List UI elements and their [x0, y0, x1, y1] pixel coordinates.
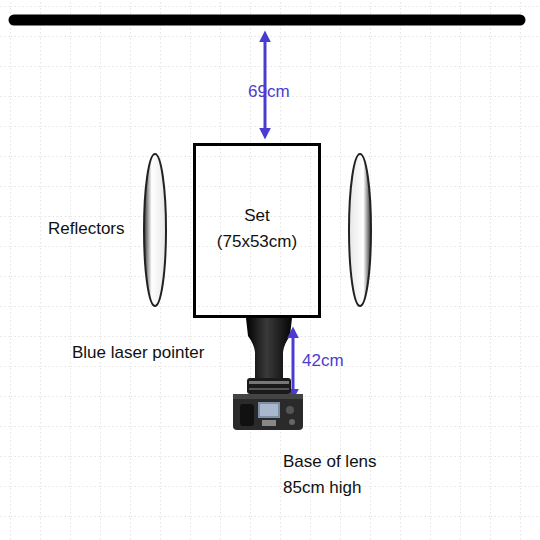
set-box: Set (75x53cm) — [193, 143, 321, 318]
dimension-arrow — [292, 330, 295, 397]
dimension-label: 42cm — [302, 348, 362, 374]
note-label: Base of lens 85cm high — [283, 449, 383, 501]
reflector-right — [349, 154, 371, 306]
dimension-label: 69cm — [248, 79, 308, 105]
part-label: Reflectors — [48, 216, 148, 242]
laser-pointer — [246, 318, 292, 393]
box-label: Set (75x53cm) — [212, 203, 302, 255]
reflector-left — [144, 154, 166, 306]
part-label: Blue laser pointer — [72, 340, 242, 366]
camera — [233, 378, 303, 430]
backdrop-bar — [14, 15, 520, 26]
